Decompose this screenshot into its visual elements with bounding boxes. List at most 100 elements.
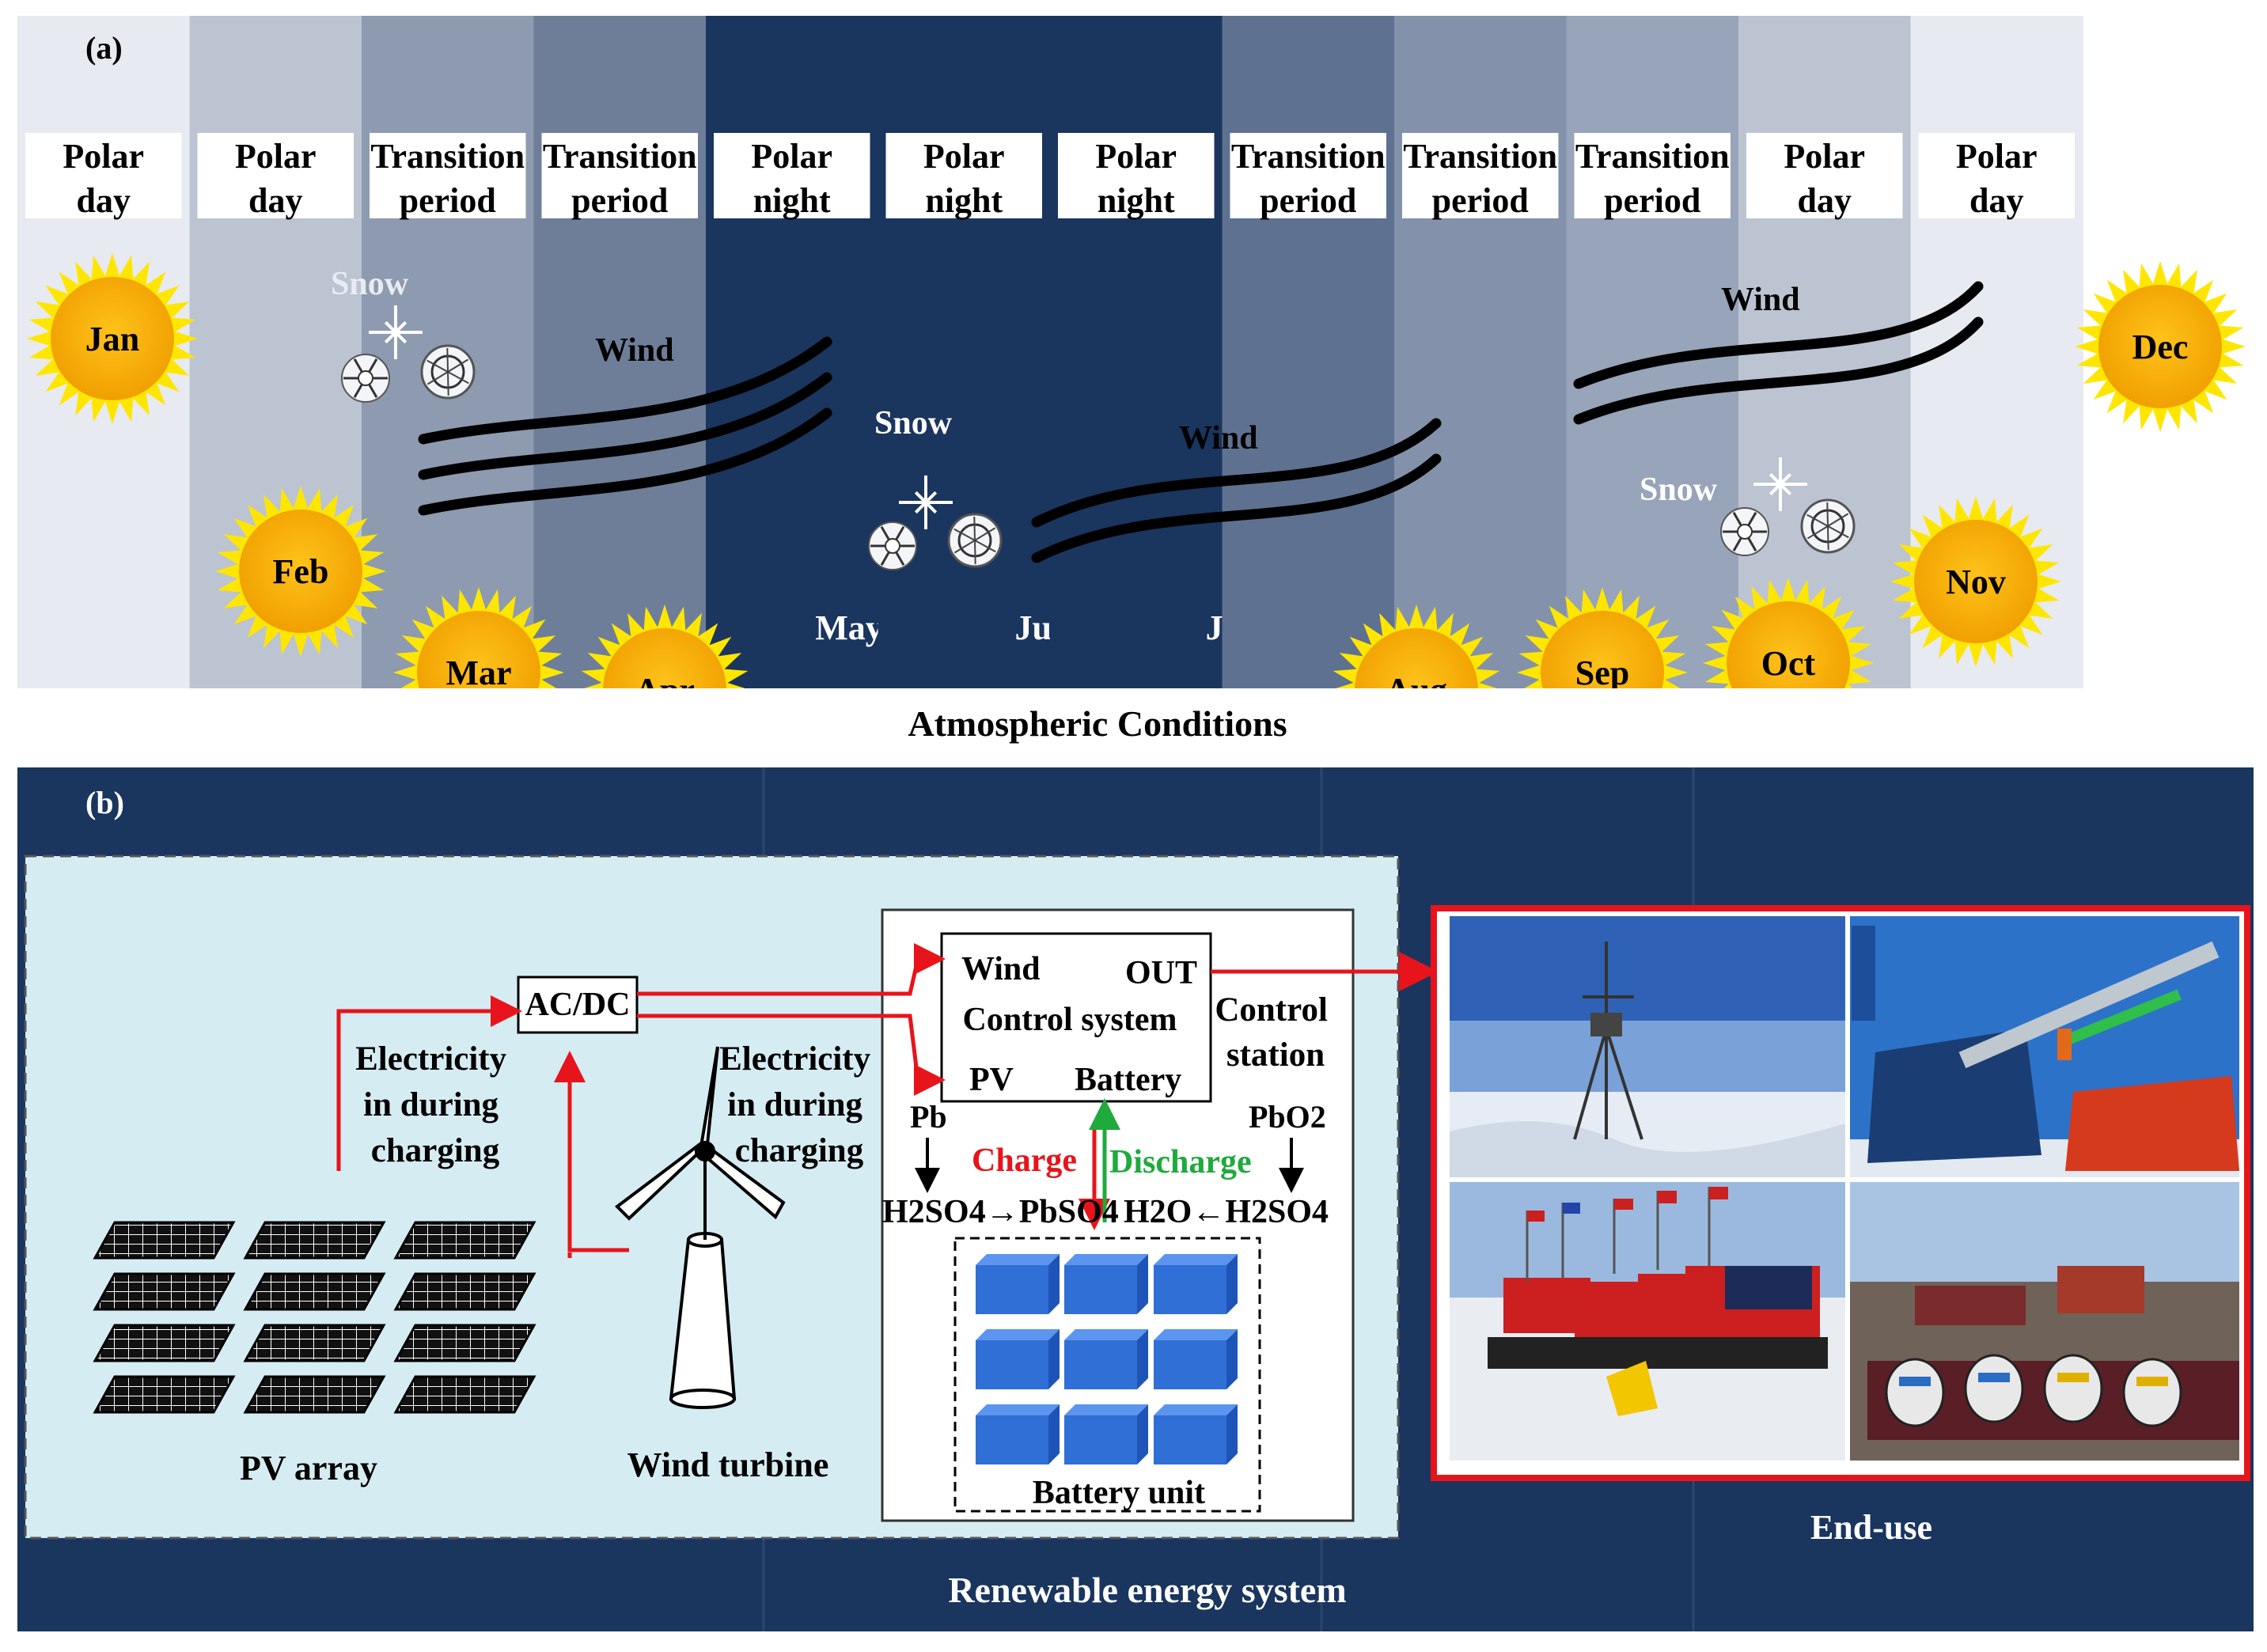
sparkle-3-icon <box>1753 457 1807 511</box>
period-label-line2: period <box>1604 181 1700 220</box>
pv-panel <box>243 1272 386 1311</box>
period-label-line1: Transition <box>543 137 697 176</box>
period-label-line1: Transition <box>1231 137 1386 176</box>
month-label: Jan <box>85 320 139 358</box>
month-label: May <box>815 608 883 647</box>
enduse-photo-crane-vehicle <box>1850 916 2239 1177</box>
enduse-photo-convoy <box>1450 1182 1845 1461</box>
period-label-line2: period <box>1432 181 1529 220</box>
battery-cell <box>976 1254 1060 1314</box>
battery-cell <box>1154 1404 1238 1464</box>
period-header-box <box>1230 133 1386 218</box>
wind-2-label: Wind <box>1179 420 1258 457</box>
input-arrows <box>336 995 629 1258</box>
snowflake-6-icon <box>1800 498 1856 554</box>
control-pv-label: PV <box>969 1062 1014 1098</box>
pv-panel <box>243 1375 386 1414</box>
acdc-output-arrows <box>637 943 946 1096</box>
chem-pbo2: PbO2 <box>1249 1099 1326 1135</box>
period-header-box <box>885 133 1042 218</box>
pv-panel <box>393 1375 536 1414</box>
pv-panel <box>93 1375 236 1414</box>
battery-cell <box>1154 1254 1238 1314</box>
period-label-line1: Polar <box>923 137 1005 176</box>
electricity-wind-text: Electricity in during charging <box>719 1040 879 1169</box>
period-header-box <box>1746 133 1903 218</box>
snowflake-1-icon <box>341 354 390 403</box>
enduse-caption: End-use <box>1810 1508 1932 1547</box>
sun-icon-feb: Feb <box>215 486 386 657</box>
chem-right-equation: H2O←H2SO4 <box>1124 1194 1329 1230</box>
battery-unit-label: Battery unit <box>1033 1475 1205 1511</box>
period-label-line1: Polar <box>1095 137 1177 176</box>
panel-b: (b) PV array Wind turbine AC/DC El <box>17 767 2254 1631</box>
wind-3-label: Wind <box>1721 282 1800 318</box>
month-label: Sep <box>1575 654 1629 692</box>
enduse-photo-station <box>1850 1182 2239 1461</box>
period-label-line1: Polar <box>751 137 832 176</box>
panel-a-bottom-strip <box>0 688 2267 767</box>
battery-cubes <box>976 1254 1238 1464</box>
month-column-aug <box>1222 16 1395 688</box>
month-column-jun <box>878 16 1051 688</box>
month-column-apr <box>533 16 707 688</box>
snowflake-4-icon <box>947 513 1003 568</box>
snowflake-5-icon <box>1720 507 1769 556</box>
period-label-line1: Polar <box>1784 137 1865 176</box>
period-label-line1: Polar <box>1956 137 2038 176</box>
wind-1-label: Wind <box>595 332 674 369</box>
wind-3 <box>1573 281 1984 425</box>
sun-icon-dec: Dec <box>2075 261 2246 432</box>
sun-icon-jan: Jan <box>27 253 198 424</box>
period-label-line1: Transition <box>370 137 525 176</box>
snow-3-label: Snow <box>1640 472 1718 508</box>
panel-b-caption: Renewable energy system <box>948 1570 1346 1610</box>
battery-cell <box>1064 1404 1148 1464</box>
enduse-photo-weather-station <box>1450 916 1845 1177</box>
battery-cell <box>976 1404 1060 1464</box>
battery-cell <box>1064 1254 1148 1314</box>
control-battery-label: Battery <box>1075 1062 1181 1098</box>
chem-left-equation: H2SO4→PbSO4 <box>882 1194 1119 1230</box>
electricity-pv-text: Electricity in during charging <box>355 1040 515 1169</box>
period-label-line1: Transition <box>1403 137 1557 176</box>
period-header-box <box>714 133 870 218</box>
month-label: Oct <box>1761 644 1816 683</box>
pv-panel <box>93 1221 236 1260</box>
sparkle-2-icon <box>899 476 953 529</box>
chem-pb: Pb <box>910 1099 947 1135</box>
period-label-line1: Polar <box>235 137 317 176</box>
discharge-label: Discharge <box>1109 1144 1252 1180</box>
period-label-line2: period <box>400 181 496 220</box>
month-label: Nov <box>1946 563 2006 601</box>
period-header-box <box>370 133 526 218</box>
period-header-box <box>1574 133 1731 218</box>
acdc-label: AC/DC <box>525 987 631 1023</box>
pv-panel <box>243 1221 386 1260</box>
panel-a: PolardayPolardayTransitionperiodTransiti… <box>0 16 2267 775</box>
month-label: Feb <box>273 552 329 591</box>
pv-panel <box>243 1324 386 1362</box>
period-label-line2: period <box>571 181 668 220</box>
pv-array-label: PV array <box>240 1449 377 1487</box>
pv-panel <box>93 1272 236 1311</box>
snow-2-label: Snow <box>874 405 953 441</box>
period-header-box <box>197 133 354 218</box>
period-header-box <box>1402 133 1559 218</box>
wind-2 <box>1031 418 1442 563</box>
period-label-line1: Transition <box>1575 137 1730 176</box>
control-system-box <box>940 932 1212 1103</box>
period-label-line2: day <box>77 181 131 220</box>
period-header-box <box>1058 133 1215 218</box>
acdc-box <box>517 976 639 1034</box>
control-out-label: OUT <box>1125 955 1197 991</box>
control-station-label: Control station <box>1215 991 1336 1074</box>
battery-cell <box>1154 1329 1238 1389</box>
battery-cell <box>1064 1329 1148 1389</box>
pv-panel <box>393 1272 536 1311</box>
period-label-line1: Polar <box>63 137 144 176</box>
period-label-line2: night <box>1097 181 1175 220</box>
snowflake-3-icon <box>868 521 917 570</box>
